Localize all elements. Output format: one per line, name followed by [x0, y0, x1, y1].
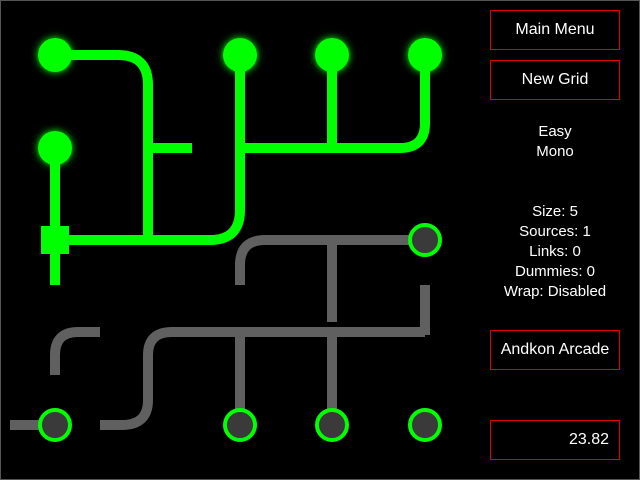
unlit-node: [38, 408, 72, 442]
difficulty-info: Easy Mono: [490, 122, 620, 162]
sources-stat: Sources: 1: [519, 223, 591, 240]
unlit-pipe: [50, 327, 100, 375]
main-menu-button[interactable]: Main Menu: [490, 10, 620, 50]
unlit-nodes: [38, 223, 442, 442]
stats-panel: Size: 5 Sources: 1 Links: 0 Dummies: 0 W…: [490, 202, 620, 302]
unlit-node: [315, 408, 349, 442]
lit-nodes: [38, 38, 442, 165]
unlit-node: [408, 408, 442, 442]
wrap-stat: Wrap: Disabled: [503, 283, 607, 300]
lit-node: [315, 38, 349, 72]
timer-display: 23.82: [490, 420, 620, 460]
lit-node: [223, 38, 257, 72]
unlit-pipe: [100, 327, 425, 430]
unlit-pipes: [10, 235, 430, 430]
unlit-pipe: [235, 235, 425, 285]
lit-node: [38, 38, 72, 72]
lit-pipe: [240, 55, 430, 153]
new-grid-button[interactable]: New Grid: [490, 60, 620, 100]
difficulty-label: Easy: [538, 123, 572, 140]
andkon-arcade-button[interactable]: Andkon Arcade: [490, 330, 620, 370]
power-source: [41, 226, 69, 254]
lit-pipe: [55, 50, 153, 240]
dummies-stat: Dummies: 0: [514, 263, 596, 280]
lit-node: [408, 38, 442, 72]
links-stat: Links: 0: [529, 243, 581, 260]
size-stat: Size: 5: [532, 203, 578, 220]
lit-node: [38, 131, 72, 165]
game-board[interactable]: [0, 0, 480, 480]
unlit-node: [223, 408, 257, 442]
lit-pipe: [55, 55, 245, 245]
mode-label: Mono: [536, 143, 574, 160]
unlit-node: [408, 223, 442, 257]
